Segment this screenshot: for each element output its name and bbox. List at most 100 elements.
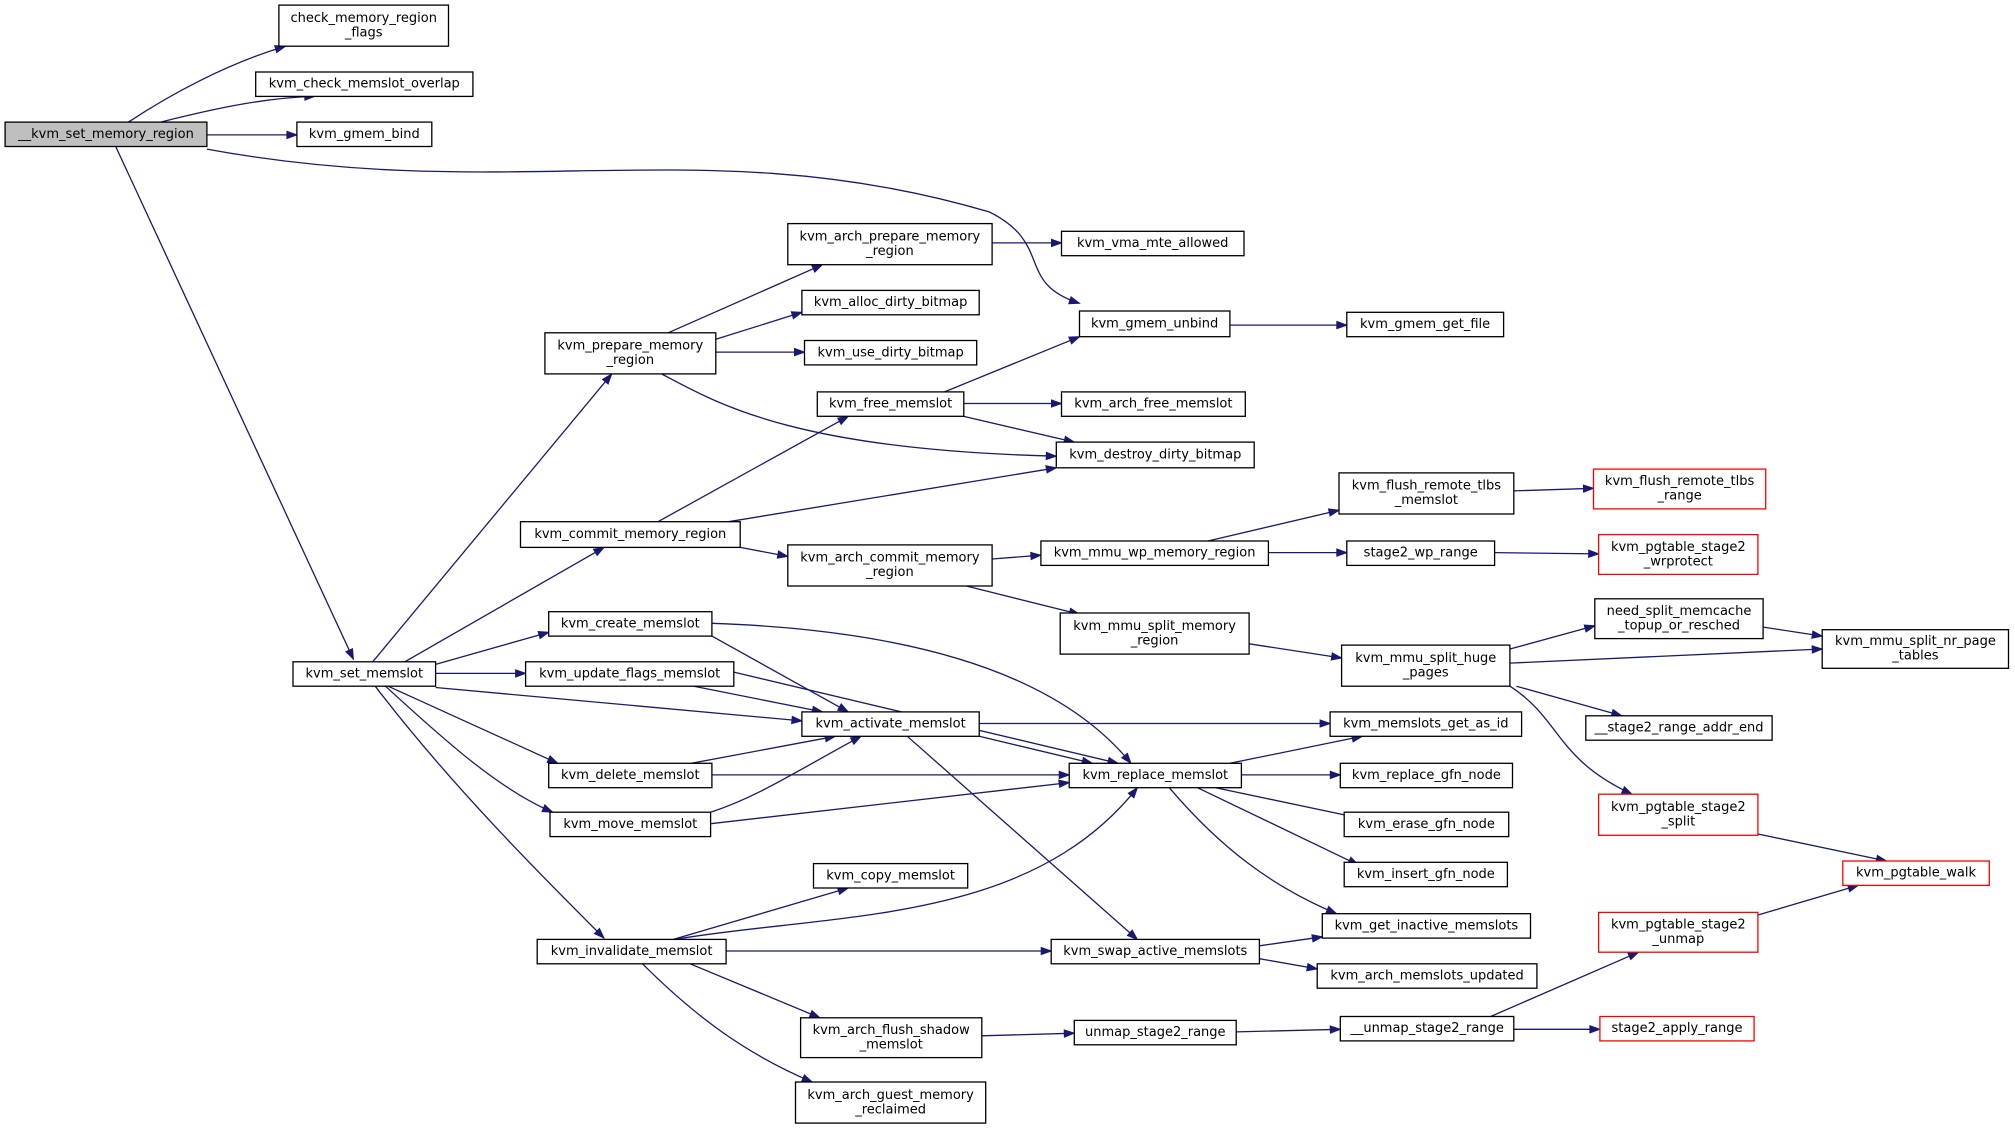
call-edge-n26-to-n28	[711, 635, 850, 713]
arrowhead	[1058, 770, 1071, 780]
function-node[interactable]: kvm_memslots_get_as_id	[1329, 711, 1523, 737]
function-node[interactable]: kvm_free_memslot	[816, 391, 965, 417]
call-edge-n42-to-n39	[673, 886, 850, 941]
function-node[interactable]: kvm_arch_free_memslot	[1060, 391, 1246, 417]
function-name: _flags	[344, 26, 383, 41]
function-node[interactable]: kvm_flush_remote_tlbs_memslot	[1338, 472, 1515, 515]
function-name: __stage2_range_addr_end	[1594, 721, 1764, 736]
arrowhead	[1051, 399, 1063, 408]
function-node[interactable]: kvm_flush_remote_tlbs_range	[1592, 468, 1767, 510]
function-node[interactable]: kvm_invalidate_memslot	[536, 938, 727, 965]
call-edge-n6-to-n7	[992, 238, 1063, 248]
function-node[interactable]: check_memory_region_flags	[278, 4, 450, 47]
function-name: _memslot	[1394, 493, 1458, 508]
function-node[interactable]: kvm_gmem_unbind	[1078, 310, 1231, 338]
function-node[interactable]: kvm_arch_flush_shadow_memslot	[799, 1017, 983, 1059]
function-node[interactable]: kvm_mmu_wp_memory_region	[1040, 540, 1270, 567]
function-node[interactable]: stage2_apply_range	[1599, 1015, 1755, 1042]
function-node[interactable]: kvm_destroy_dirty_bitmap	[1055, 441, 1255, 469]
function-node[interactable]: kvm_replace_gfn_node	[1339, 762, 1514, 789]
function-name: kvm_move_memslot	[563, 817, 697, 832]
arrowhead	[776, 550, 790, 559]
node-box	[1338, 472, 1515, 515]
function-name: _region	[865, 565, 914, 580]
edge-line	[1259, 936, 1323, 947]
node-box	[548, 611, 713, 637]
function-node[interactable]: __stage2_range_addr_end	[1585, 715, 1773, 741]
function-node[interactable]: need_split_memcache_topup_or_resched	[1594, 598, 1764, 640]
edge-line	[1757, 884, 1859, 916]
edge-line	[435, 631, 549, 666]
function-node[interactable]: kvm_mmu_split_nr_page_tables	[1821, 629, 2010, 669]
function-node[interactable]: __unmap_stage2_range	[1339, 1015, 1515, 1042]
function-node[interactable]: kvm_update_flags_memslot	[524, 661, 735, 687]
arrowhead	[515, 669, 528, 678]
call-edge-n34-to-n38	[1757, 833, 1888, 864]
arrowhead	[1030, 551, 1043, 561]
function-name: kvm_destroy_dirty_bitmap	[1069, 447, 1241, 462]
function-name: _wrprotect	[1643, 554, 1713, 569]
function-node[interactable]: kvm_copy_memslot	[812, 862, 969, 889]
edge-line	[206, 148, 1080, 304]
call-edge-n24-to-n25	[1509, 645, 1824, 664]
function-node[interactable]: kvm_delete_memslot	[548, 762, 713, 789]
function-node[interactable]: kvm_replace_memslot	[1068, 762, 1243, 789]
function-name: kvm_delete_memslot	[561, 768, 700, 783]
call-edge-n5-to-n28	[435, 686, 804, 725]
function-node[interactable]: kvm_arch_memslots_updated	[1316, 963, 1538, 989]
function-node[interactable]: kvm_pgtable_stage2_split	[1597, 793, 1759, 836]
function-node[interactable]: kvm_erase_gfn_node	[1343, 811, 1510, 838]
function-node[interactable]: kvm_move_memslot	[549, 811, 712, 838]
arrowhead	[1063, 1029, 1076, 1038]
function-node[interactable]: kvm_commit_memory_region	[519, 521, 741, 549]
call-edge-n9-to-n6	[667, 264, 824, 334]
arrowhead	[1126, 929, 1139, 941]
function-node[interactable]: kvm_gmem_bind	[296, 121, 433, 148]
function-name: kvm_check_memslot_overlap	[269, 77, 460, 92]
function-node[interactable]: kvm_mmu_split_huge_pages	[1340, 644, 1511, 687]
function-node[interactable]: kvm_use_dirty_bitmap	[803, 339, 978, 366]
call-edge-n17-to-n18	[740, 546, 790, 559]
function-node[interactable]: unmap_stage2_range	[1073, 1019, 1237, 1046]
function-node[interactable]: kvm_gmem_get_file	[1346, 311, 1505, 338]
function-node[interactable]: kvm_vma_mte_allowed	[1060, 230, 1245, 257]
arrowhead	[1582, 484, 1595, 493]
edge-line	[689, 963, 821, 1019]
node-box	[255, 71, 474, 98]
function-name: kvm_replace_memslot	[1082, 768, 1228, 783]
function-node[interactable]: kvm_swap_active_memslots	[1050, 938, 1261, 965]
function-node[interactable]: kvm_prepare_memory_region	[544, 332, 717, 375]
function-node[interactable]: kvm_pgtable_walk	[1842, 860, 1990, 887]
function-node[interactable]: kvm_set_memslot	[292, 661, 437, 687]
function-node[interactable]: kvm_get_inactive_memslots	[1321, 913, 1532, 939]
function-node[interactable]: kvm_activate_memslot	[801, 711, 980, 737]
node-box	[524, 661, 735, 687]
function-node[interactable]: stage2_wp_range	[1346, 540, 1496, 567]
function-node[interactable]: kvm_arch_guest_memory_reclaimed	[794, 1081, 987, 1124]
arrowhead	[546, 755, 560, 764]
function-name: kvm_flush_remote_tlbs	[1605, 474, 1755, 489]
function-node[interactable]: kvm_create_memslot	[548, 611, 713, 637]
node-box	[787, 544, 993, 587]
function-node[interactable]: kvm_check_memslot_overlap	[255, 71, 474, 98]
call-edge-n27-to-n28	[693, 685, 824, 715]
function-node[interactable]: kvm_arch_prepare_memory_region	[787, 222, 993, 266]
function-node[interactable]: kvm_insert_gfn_node	[1343, 861, 1509, 888]
function-node[interactable]: kvm_alloc_dirty_bitmap	[801, 289, 980, 316]
function-node[interactable]: __kvm_set_memory_region	[4, 121, 208, 148]
arrowhead	[1068, 295, 1081, 305]
node-box	[1316, 963, 1538, 989]
arrowhead	[1589, 1024, 1602, 1034]
function-name: kvm_vma_mte_allowed	[1077, 236, 1229, 251]
call-edge-n22-to-n25	[1763, 626, 1824, 639]
function-node[interactable]: kvm_pgtable_stage2_wrprotect	[1597, 533, 1759, 576]
function-name: stage2_wp_range	[1364, 546, 1478, 561]
function-node[interactable]: kvm_mmu_split_memory_region	[1059, 612, 1250, 655]
function-node[interactable]: kvm_arch_commit_memory_region	[787, 544, 993, 587]
function-name: kvm_use_dirty_bitmap	[817, 345, 963, 360]
call-edge-n42-to-n43	[726, 946, 1053, 956]
edge-line	[1516, 685, 1622, 717]
node-box	[296, 121, 433, 148]
function-node[interactable]: kvm_pgtable_stage2_unmap	[1597, 911, 1759, 953]
